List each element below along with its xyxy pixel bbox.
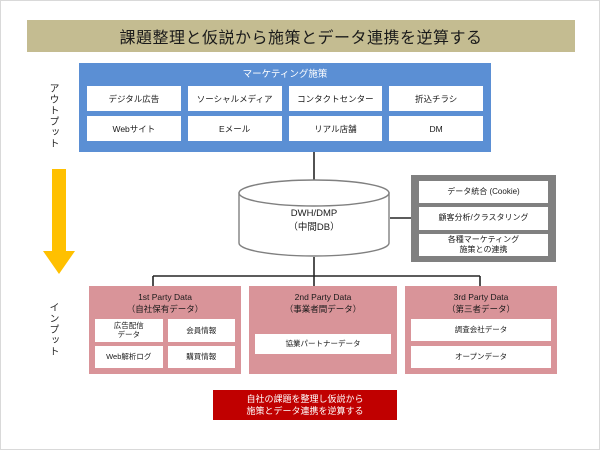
party-2-title-ja: （事業者間データ） xyxy=(284,304,362,314)
side-label-input: インプット xyxy=(47,301,58,357)
party-3-row-1: 調査会社データ xyxy=(411,319,551,341)
party-2-row-1: 協業パートナーデータ xyxy=(255,333,391,354)
party-1-item-member-info[interactable]: 会員情報 xyxy=(167,319,235,342)
conclusion-line-1: 自社の課題を整理し仮説から xyxy=(246,394,364,404)
party-3-item-open-data[interactable]: オープンデータ xyxy=(411,346,551,368)
party-data-block-3rd: 3rd Party Data （第三者データ） 調査会社データ オープンデータ xyxy=(405,286,557,374)
marketing-measures-block: マーケティング施策 デジタル広告 ソーシャルメディア コンタクトセンター 折込チ… xyxy=(79,63,491,152)
marketing-item-insert-flyer[interactable]: 折込チラシ xyxy=(389,86,483,111)
capability-item-marketing-linkage-line1: 各種マーケティング xyxy=(447,234,520,244)
dwh-dmp-name: DWH/DMP xyxy=(290,208,338,219)
party-2-item-partner-data[interactable]: 協業パートナーデータ xyxy=(255,333,391,354)
conclusion-line-2: 施策とデータ連携を逆算する xyxy=(246,406,364,416)
marketing-item-social-media[interactable]: ソーシャルメディア xyxy=(187,86,282,111)
party-1-items: 広告配信 データ 会員情報 Web解析ログ 購買情報 xyxy=(95,319,235,368)
party-3-title-en: 3rd Party Data xyxy=(453,292,509,302)
party-1-item-purchase-info[interactable]: 購買情報 xyxy=(167,345,235,368)
party-1-item-ad-delivery-data-line1: 広告配信 xyxy=(113,320,144,330)
dwh-dmp-database: DWH/DMP （中間DB） xyxy=(238,179,390,257)
party-3-title-ja: （第三者データ） xyxy=(446,304,515,314)
party-data-block-1st: 1st Party Data （自社保有データ） 広告配信 データ 会員情報 W… xyxy=(89,286,241,374)
cylinder-database-icon xyxy=(238,179,390,257)
capability-item-customer-analysis[interactable]: 顧客分析/クラスタリング xyxy=(419,207,548,230)
marketing-item-dm[interactable]: DM xyxy=(389,116,483,141)
marketing-row-1: デジタル広告 ソーシャルメディア コンタクトセンター 折込チラシ xyxy=(87,86,483,111)
party-1-item-web-analytics-log[interactable]: Web解析ログ xyxy=(95,345,163,368)
side-label-output: アウトプット xyxy=(47,83,58,149)
party-1-heading: 1st Party Data （自社保有データ） xyxy=(95,291,235,315)
marketing-row-2: Webサイト Eメール リアル店舗 DM xyxy=(87,116,483,141)
party-3-row-2: オープンデータ xyxy=(411,346,551,368)
party-2-title-en: 2nd Party Data xyxy=(294,292,352,302)
dwh-dmp-label-group: DWH/DMP （中間DB） xyxy=(238,179,390,257)
capability-item-marketing-linkage[interactable]: 各種マーケティング 施策との連携 xyxy=(419,233,548,256)
capability-block: データ統合 (Cookie) 顧客分析/クラスタリング 各種マーケティング 施策… xyxy=(411,175,556,262)
marketing-item-website[interactable]: Webサイト xyxy=(87,116,181,141)
dwh-dmp-subtitle: （中間DB） xyxy=(288,222,340,233)
party-1-title-ja: （自社保有データ） xyxy=(126,304,204,314)
marketing-item-email[interactable]: Eメール xyxy=(187,116,282,141)
capability-item-data-integration[interactable]: データ統合 (Cookie) xyxy=(419,181,548,204)
party-2-heading: 2nd Party Data （事業者間データ） xyxy=(255,291,391,315)
marketing-item-digital-ad[interactable]: デジタル広告 xyxy=(87,86,181,111)
diagram-title-bar: 課題整理と仮説から施策とデータ連携を逆算する xyxy=(27,20,575,52)
marketing-heading: マーケティング施策 xyxy=(242,69,328,80)
party-1-row-1: 広告配信 データ 会員情報 xyxy=(95,319,235,342)
capability-item-marketing-linkage-line2: 施策との連携 xyxy=(459,244,508,254)
party-3-item-research-company-data[interactable]: 調査会社データ xyxy=(411,319,551,341)
party-2-items: 協業パートナーデータ xyxy=(255,319,391,368)
party-1-title-en: 1st Party Data xyxy=(138,292,192,302)
party-3-heading: 3rd Party Data （第三者データ） xyxy=(411,291,551,315)
party-1-item-ad-delivery-data-line2: データ xyxy=(117,330,141,340)
party-1-row-2: Web解析ログ 購買情報 xyxy=(95,345,235,368)
party-3-items: 調査会社データ オープンデータ xyxy=(411,319,551,368)
marketing-item-real-store[interactable]: リアル店舗 xyxy=(288,116,383,141)
party-data-block-2nd: 2nd Party Data （事業者間データ） 協業パートナーデータ xyxy=(249,286,397,374)
party-1-item-ad-delivery-data[interactable]: 広告配信 データ xyxy=(95,319,163,342)
down-arrow-icon xyxy=(43,169,75,274)
marketing-item-contact-center[interactable]: コンタクトセンター xyxy=(288,86,383,111)
conclusion-banner: 自社の課題を整理し仮説から 施策とデータ連携を逆算する xyxy=(213,390,397,420)
page-title: 課題整理と仮説から施策とデータ連携を逆算する xyxy=(119,30,483,47)
